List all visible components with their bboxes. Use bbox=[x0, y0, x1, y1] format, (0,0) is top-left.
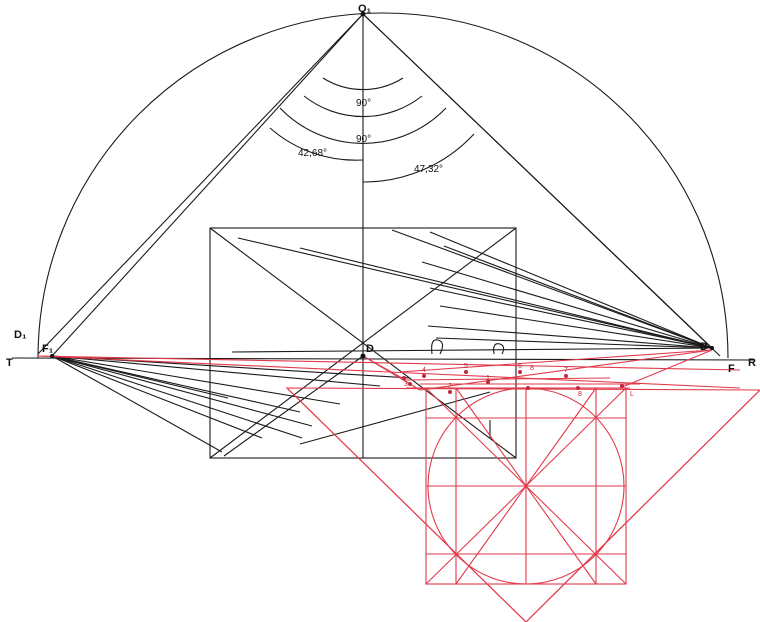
apex-dot bbox=[360, 11, 366, 17]
left-side-outer bbox=[37, 13, 364, 355]
red-label-8a: 8 bbox=[530, 365, 534, 372]
angle-arc-1 bbox=[322, 77, 404, 91]
left-fan-lines bbox=[51, 355, 411, 453]
label-left-end: D₁ bbox=[14, 329, 27, 341]
square-diagonal-2 bbox=[209, 227, 517, 459]
angle-arc-2 bbox=[303, 95, 423, 118]
angle-left: 42,68° bbox=[298, 148, 327, 159]
label-top-point: O₁ bbox=[358, 3, 372, 15]
red-label-6: 6 bbox=[518, 363, 522, 370]
right-fan-lines bbox=[231, 229, 713, 353]
red-label-8b: 8 bbox=[578, 391, 582, 398]
semicircle-arc bbox=[37, 12, 729, 359]
main-square bbox=[209, 227, 517, 459]
label-center: D bbox=[366, 343, 374, 355]
label-right-vanish: D bbox=[700, 341, 708, 353]
angle-arc-right bbox=[362, 133, 475, 183]
center-dot bbox=[360, 353, 366, 359]
angle-right: 47,32° bbox=[414, 164, 443, 175]
angle-arc-left bbox=[269, 127, 364, 161]
red-label-l: L bbox=[630, 391, 634, 398]
curl-1 bbox=[431, 339, 444, 355]
red-label-4: 4 bbox=[422, 367, 426, 374]
red-label-1: 1 bbox=[486, 375, 490, 382]
angle-inner-mid: 90° bbox=[356, 134, 371, 145]
red-label-7: 7 bbox=[564, 367, 568, 374]
left-vanish-dot bbox=[50, 354, 54, 358]
label-right-end: R bbox=[748, 357, 756, 369]
left-side bbox=[51, 13, 364, 357]
red-label-2: 2 bbox=[448, 383, 452, 390]
right-vanish-dot bbox=[710, 346, 714, 350]
angle-inner-top: 90° bbox=[356, 98, 371, 109]
center-fan-1 bbox=[223, 355, 364, 457]
red-label-3: 3 bbox=[404, 381, 408, 388]
red-overlay bbox=[37, 349, 760, 622]
right-side-outer bbox=[362, 13, 721, 357]
label-left-line-end: T bbox=[6, 357, 13, 369]
label-left-vanish: F₁ bbox=[42, 343, 54, 355]
red-point-markers bbox=[402, 370, 624, 394]
red-label-5: 5 bbox=[464, 363, 468, 370]
label-right-f: F bbox=[728, 363, 735, 375]
curl-2 bbox=[493, 343, 505, 355]
angle-arc-3 bbox=[279, 107, 447, 144]
center-fan-2 bbox=[299, 391, 491, 445]
